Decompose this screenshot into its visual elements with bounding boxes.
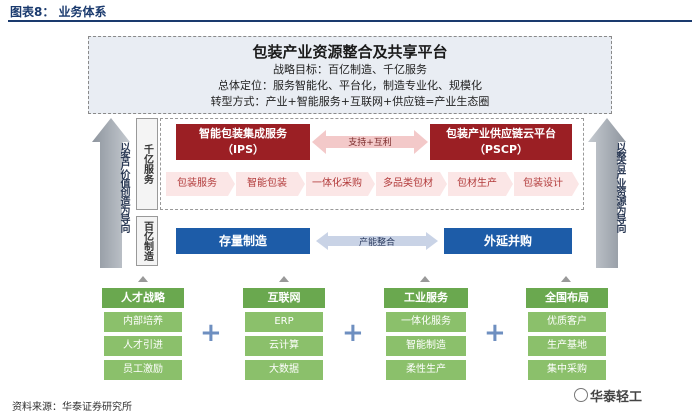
service-label: 千亿服务 bbox=[136, 118, 158, 210]
pscp-title: 包装产业供应链云平台 bbox=[446, 127, 556, 140]
ips-title: 智能包装集成服务 bbox=[199, 127, 287, 140]
up-triangle-icon bbox=[420, 276, 430, 282]
pillar-industrial-item: 柔性生产 bbox=[386, 360, 466, 380]
platform-strategy: 战略目标：百亿制造、千亿服务 bbox=[273, 63, 427, 76]
pill-integrated-purchase: 一体化采购 bbox=[306, 172, 375, 196]
pill-material-production: 包材生产 bbox=[448, 172, 513, 196]
pillar-industrial-head: 工业服务 bbox=[384, 288, 468, 308]
plus-sign: + bbox=[484, 318, 506, 348]
up-triangle-icon bbox=[279, 276, 289, 282]
platform-title: 包装产业资源整合及共享平台 bbox=[252, 43, 448, 61]
pillar-internet-item: 云计算 bbox=[245, 336, 323, 356]
watermark-text: 华泰轻工 bbox=[590, 390, 643, 405]
up-triangle-icon bbox=[138, 276, 148, 282]
expansion-merger-box: 外延并购 bbox=[444, 228, 572, 254]
pillar-industrial-item: 智能制造 bbox=[386, 336, 466, 356]
header-divider bbox=[8, 20, 692, 22]
capacity-double-arrow-icon bbox=[316, 232, 438, 250]
platform-positioning: 总体定位：服务智能化、平台化，制造专业化、规模化 bbox=[218, 79, 482, 92]
pillar-internet-head: 互联网 bbox=[243, 288, 325, 308]
pill-multi-category: 多品类包材 bbox=[376, 172, 447, 196]
figure-title: 图表8： 业务体系 bbox=[10, 5, 107, 19]
pill-packaging-design: 包装设计 bbox=[514, 172, 579, 196]
up-triangle-icon bbox=[561, 276, 571, 282]
watermark-icon bbox=[574, 388, 588, 402]
right-up-arrow: 以整合产业资源为导向 bbox=[588, 118, 626, 268]
ips-box: 智能包装集成服务 （IPS） bbox=[176, 124, 310, 160]
pillar-talent-item: 内部培养 bbox=[104, 312, 182, 332]
pill-packaging-service: 包装服务 bbox=[166, 172, 235, 196]
pillar-national-item: 优质客户 bbox=[528, 312, 606, 332]
pillar-internet-item: ERP bbox=[245, 312, 323, 332]
ips-abbr: （IPS） bbox=[221, 143, 265, 156]
plus-sign: + bbox=[200, 318, 222, 348]
service-pill-row: 包装服务 智能包装 一体化采购 多品类包材 包材生产 包装设计 bbox=[166, 172, 580, 196]
stock-manufacture-box: 存量制造 bbox=[176, 228, 310, 254]
pillar-national-head: 全国布局 bbox=[526, 288, 608, 308]
pill-smart-packaging: 智能包装 bbox=[236, 172, 305, 196]
pillar-talent-item: 人才引进 bbox=[104, 336, 182, 356]
pscp-box: 包装产业供应链云平台 （PSCP） bbox=[430, 124, 572, 160]
pillar-talent-item: 员工激励 bbox=[104, 360, 182, 380]
platform-transformation: 转型方式：产业+智能服务+互联网+供应链=产业生态圈 bbox=[210, 95, 490, 108]
right-arrow-label: 以整合产业资源为导向 bbox=[614, 142, 625, 232]
left-arrow-label: 以客户价值创造为导向 bbox=[118, 142, 129, 232]
double-arrow-icon bbox=[312, 130, 428, 154]
up-arrow-icon bbox=[588, 118, 626, 268]
capacity-label: 产能整合 bbox=[358, 238, 395, 248]
pillar-national-item: 集中采购 bbox=[528, 360, 606, 380]
pillar-internet-item: 大数据 bbox=[245, 360, 323, 380]
pillar-industrial-item: 一体化服务 bbox=[386, 312, 466, 332]
support-label: 支持+互利 bbox=[348, 138, 392, 148]
platform-box: 包装产业资源整合及共享平台 战略目标：百亿制造、千亿服务 总体定位：服务智能化、… bbox=[88, 36, 612, 114]
pscp-abbr: （PSCP） bbox=[473, 143, 529, 156]
manufacture-label: 百亿制造 bbox=[136, 216, 158, 266]
pillar-talent-head: 人才战略 bbox=[102, 288, 184, 308]
up-arrow-icon bbox=[92, 118, 130, 268]
pillar-national-item: 生产基地 bbox=[528, 336, 606, 356]
plus-sign: + bbox=[342, 318, 364, 348]
source-note: 资料来源：华泰证券研究所 bbox=[12, 402, 132, 413]
left-up-arrow: 以客户价值创造为导向 bbox=[92, 118, 130, 268]
